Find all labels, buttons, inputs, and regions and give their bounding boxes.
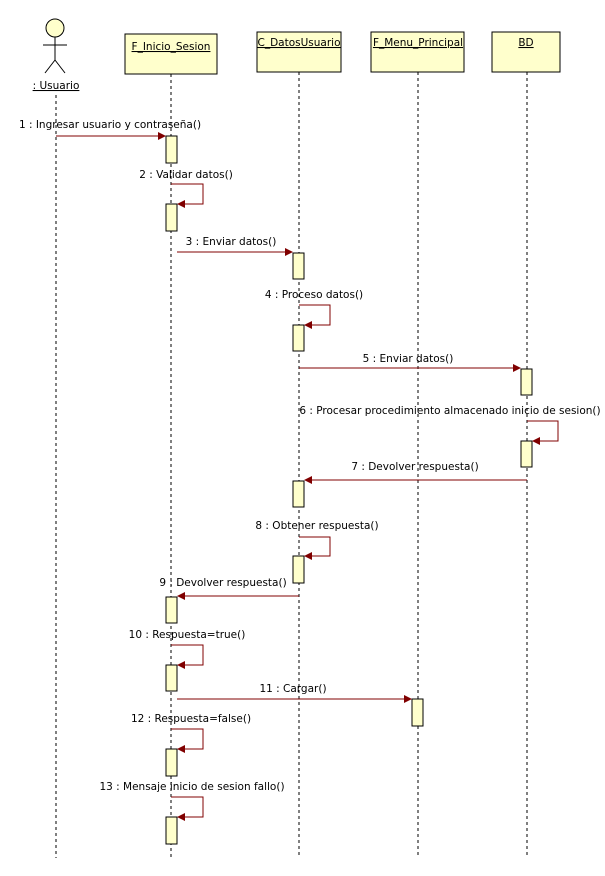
activation-bar [165, 135, 178, 164]
object-label: F_Inicio_Sesion [132, 41, 211, 53]
message-arrow-6 [527, 420, 559, 445]
object-label: BD [518, 37, 533, 49]
message-label-3: 3 : Enviar datos() [186, 236, 277, 248]
message-arrow-4 [299, 304, 331, 329]
message-label-1: 1 : Ingresar usuario y contraseña() [19, 119, 201, 131]
activation-bar [292, 555, 305, 584]
message-labels: 1 : Ingresar usuario y contraseña() 2 : … [19, 119, 601, 793]
activation-bar [165, 664, 178, 692]
message-arrow-12 [171, 728, 204, 753]
object-box [256, 31, 342, 73]
message-label-11: 11 : Cargar() [259, 683, 326, 695]
actor-leg-left [44, 59, 56, 74]
activation-bar [520, 368, 533, 396]
message-label-8: 8 : Obtener respuesta() [255, 520, 378, 532]
object-f-menu-principal: F_Menu_Principal [370, 31, 465, 73]
actor-head [45, 18, 65, 38]
object-c-datosusuario: C_DatosUsuario [256, 31, 342, 73]
message-arrow-13 [171, 796, 204, 821]
activation-bar [292, 252, 305, 280]
message-arrow-10 [171, 644, 204, 669]
message-label-13: 13 : Mensaje inicio de sesion fallo() [99, 781, 284, 793]
activation-bar [165, 748, 178, 777]
message-label-2: 2 : Validar datos() [139, 169, 233, 181]
activation-bar [520, 440, 533, 468]
activation-bar [292, 480, 305, 508]
activations [165, 135, 533, 845]
object-label: F_Menu_Principal [373, 37, 463, 49]
object-box [370, 31, 465, 73]
actor-leg-right [54, 59, 66, 74]
activation-bar [165, 596, 178, 624]
object-bd: BD [491, 31, 561, 73]
message-arrow-2 [171, 183, 204, 208]
message-label-7: 7 : Devolver respuesta() [351, 461, 478, 473]
message-label-9: 9 : Devolver respuesta() [159, 577, 286, 589]
object-f-inicio-sesion: F_Inicio_Sesion [124, 33, 218, 75]
activation-bar [292, 324, 305, 352]
activation-bar [411, 698, 424, 727]
object-label: C_DatosUsuario [257, 37, 340, 49]
message-label-5: 5 : Enviar datos() [363, 353, 454, 365]
actor-usuario: : Usuario [33, 18, 80, 92]
message-label-4: 4 : Proceso datos() [265, 289, 363, 301]
activation-bar [165, 203, 178, 232]
message-label-10: 10 : Respuesta=true() [129, 629, 246, 641]
message-label-6: 6 : Procesar procedimiento almacenado in… [299, 405, 600, 417]
message-label-12: 12 : Respuesta=false() [131, 713, 251, 725]
object-box [124, 33, 218, 75]
activation-bar [165, 816, 178, 845]
actor-label: : Usuario [33, 80, 80, 92]
message-arrow-8 [299, 536, 331, 560]
object-box [491, 31, 561, 73]
messages [56, 132, 559, 821]
